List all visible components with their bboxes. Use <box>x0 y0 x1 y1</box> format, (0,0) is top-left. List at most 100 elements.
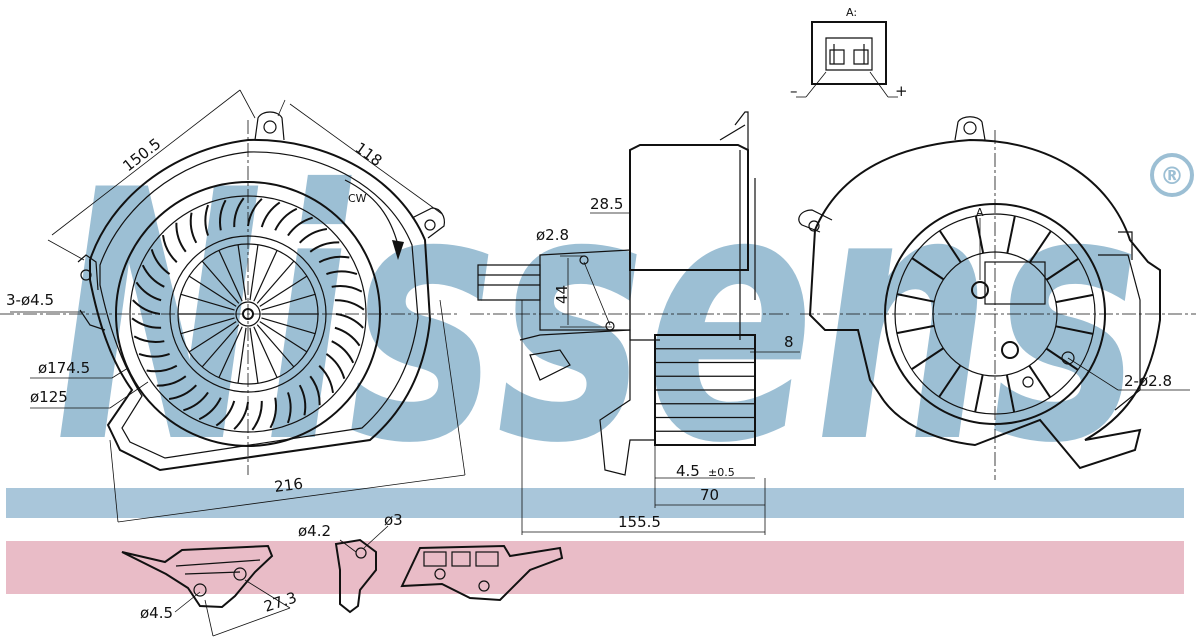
dim-outer-diameter: ø174.5 <box>38 359 90 377</box>
impeller-blade <box>251 400 263 431</box>
dim-28-5: 28.5 <box>590 195 623 213</box>
impeller-blade <box>204 204 210 236</box>
hub-spoke <box>188 321 237 353</box>
impeller-blade <box>247 198 263 227</box>
hub-spoke <box>261 293 316 311</box>
rear-view <box>798 116 1196 480</box>
impeller-blade <box>309 375 321 406</box>
hub-spoke <box>180 317 235 335</box>
rear-blade <box>1005 374 1016 413</box>
detail-a-label: A: <box>846 6 857 19</box>
impeller-blade <box>138 352 170 358</box>
impeller-blade <box>215 400 236 427</box>
rear-detail-ref: A <box>976 206 984 219</box>
impeller-blade <box>183 391 209 412</box>
impeller-blade <box>146 364 178 373</box>
impeller-blade <box>189 212 198 244</box>
impeller-blade <box>233 197 245 228</box>
hub-spoke <box>259 275 308 307</box>
impeller-blade <box>309 241 340 253</box>
rear-blade <box>1028 365 1052 398</box>
impeller-blade <box>318 364 335 394</box>
rear-blade <box>938 364 962 398</box>
impeller-blade <box>218 199 227 231</box>
registered-mark: ® <box>1160 162 1184 190</box>
hub-spoke <box>259 321 308 353</box>
rear-blade <box>974 374 984 413</box>
rotation-label: CW <box>348 192 367 205</box>
dim-hole-3: ø3 <box>384 511 403 529</box>
hub-spoke <box>249 327 259 384</box>
hub-spoke <box>249 244 259 301</box>
impeller-blade <box>156 375 187 387</box>
impeller-blade <box>133 335 165 344</box>
rear-blade <box>896 293 935 303</box>
hub-spoke <box>201 324 240 368</box>
rear-blade <box>1006 215 1016 254</box>
impeller-blade <box>141 264 165 288</box>
impeller-blade <box>161 234 178 264</box>
rear-blade <box>938 230 962 263</box>
dim-mount-holes: 3-ø4.5 <box>6 291 54 309</box>
dim-rear-holes: 2-ø2.8 <box>1124 372 1172 390</box>
side-view <box>470 111 800 535</box>
blue-band <box>6 488 1184 518</box>
dim-inner-diameter: ø125 <box>30 388 68 406</box>
hub-spoke <box>261 317 316 335</box>
impeller-blade <box>334 326 361 347</box>
hub-spoke <box>180 293 235 311</box>
rear-blade <box>911 347 944 371</box>
rear-blade <box>1046 257 1079 281</box>
hub-spoke <box>253 250 278 302</box>
impeller-blade <box>325 353 346 379</box>
impeller-blade <box>131 317 162 329</box>
detail-a <box>796 21 898 98</box>
rear-blade <box>911 257 945 281</box>
bracket-parts <box>121 525 564 637</box>
impeller-blade <box>198 397 222 421</box>
hub-spoke <box>218 326 243 378</box>
impeller-blade <box>318 255 350 264</box>
hub-spoke <box>237 327 247 384</box>
dim-offset-8: 8 <box>784 333 794 351</box>
dim-spacing-tolerance: ±0.5 <box>708 466 735 479</box>
rear-blade <box>1028 230 1052 264</box>
impeller-blade <box>175 222 187 253</box>
impeller-blade <box>150 249 171 275</box>
dim-depth-70: 70 <box>700 486 719 504</box>
hub-spoke <box>256 324 295 368</box>
hub-spoke <box>237 244 247 301</box>
registered-mark-ring <box>1150 153 1194 197</box>
impeller-blade <box>132 299 161 315</box>
impeller-blade <box>298 227 328 244</box>
rear-blade <box>896 324 935 335</box>
dim-height-44: 44 <box>553 285 571 304</box>
hub-spoke <box>253 326 278 378</box>
hub-spoke <box>188 275 237 307</box>
hub-spoke <box>256 260 295 304</box>
dim-spacing: 4.5 <box>676 462 700 480</box>
impeller-blade <box>335 313 364 329</box>
rear-blade <box>1055 325 1094 335</box>
dim-hole-2-8: ø2.8 <box>536 226 569 244</box>
impeller-blade <box>326 270 358 276</box>
impeller-blade <box>260 201 281 228</box>
dim-width-216: 216 <box>273 475 304 496</box>
pink-band <box>6 541 1184 594</box>
impeller-blade <box>287 216 313 237</box>
impeller-blade <box>334 299 365 311</box>
impeller-blade <box>298 384 307 416</box>
impeller-blade <box>269 397 278 429</box>
dim-hole-4-5: ø4.5 <box>140 604 173 622</box>
impeller-blade <box>331 340 355 364</box>
hub-spoke <box>218 250 243 302</box>
impeller-blade <box>331 284 363 293</box>
impeller-blade <box>286 392 292 424</box>
front-view <box>0 89 466 523</box>
hub-spoke <box>201 260 240 304</box>
impeller-blade <box>135 281 162 302</box>
detail-a-minus: – <box>790 82 798 100</box>
rear-blade <box>974 215 985 254</box>
watermark-logo: Nissens <box>55 118 1140 519</box>
